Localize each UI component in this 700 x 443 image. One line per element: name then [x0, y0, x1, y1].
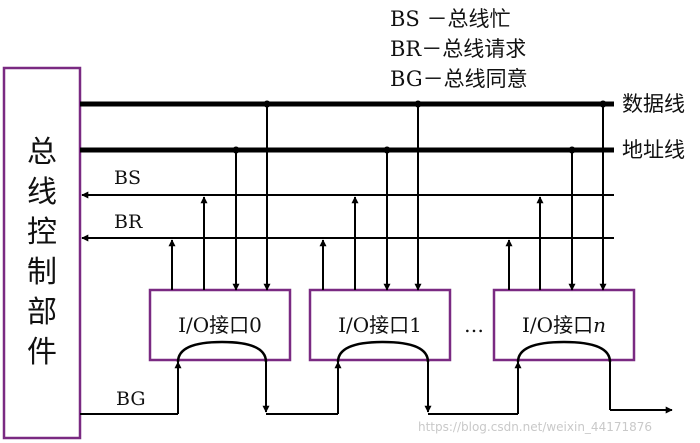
br-label: BR	[114, 211, 143, 233]
controller-char-5: 件	[27, 335, 57, 370]
io1-address-junction	[383, 146, 391, 154]
io0-bg-arc	[176, 340, 268, 363]
controller-char-4: 部	[27, 295, 57, 330]
controller-char-3: 制	[27, 255, 57, 290]
data-bus-label: 数据线	[622, 92, 685, 116]
legend-br: BR－总线请求	[390, 37, 526, 61]
io-interface-0-label: I/O接口0	[178, 313, 262, 337]
io-interface-n-suffix: n	[593, 313, 606, 337]
controller-char-1: 线	[27, 175, 57, 210]
io-interface-n-box	[492, 288, 636, 362]
io-interface-n: I/O接口n	[492, 100, 673, 414]
ion-data-junction	[599, 100, 607, 108]
io-interface-1-label: I/O接口1	[338, 313, 422, 337]
io-interface-n-prefix: I/O接口	[522, 313, 593, 337]
io-interface-0: I/O接口0	[148, 100, 292, 413]
address-bus-label: 地址线	[622, 138, 685, 162]
legend-bg: BG－总线同意	[390, 67, 528, 91]
io-interface-1: I/O接口1	[308, 100, 452, 413]
legend-bs: BS －总线忙	[390, 7, 511, 31]
io-interface-0-box	[148, 288, 292, 362]
io-interface-n-label: I/O接口n	[522, 313, 606, 337]
io1-bg-arc	[336, 340, 430, 363]
ion-bg-arc	[516, 340, 612, 363]
interfaces-ellipsis: …	[464, 313, 484, 337]
bus-controller-box	[2, 66, 82, 440]
bus-controller-label: 总 线 控 制 部 件	[27, 135, 57, 370]
watermark: https://blog.csdn.net/weixin_44171876	[418, 420, 652, 434]
controller-char-2: 控	[27, 215, 57, 250]
controller-char-0: 总	[27, 135, 57, 170]
io0-address-junction	[232, 146, 240, 154]
bs-label: BS	[114, 167, 141, 189]
io-interface-1-box	[308, 288, 452, 362]
bg-label: BG	[116, 388, 146, 410]
ion-address-junction	[568, 146, 576, 154]
io1-data-junction	[414, 100, 422, 108]
io0-data-junction	[263, 100, 271, 108]
